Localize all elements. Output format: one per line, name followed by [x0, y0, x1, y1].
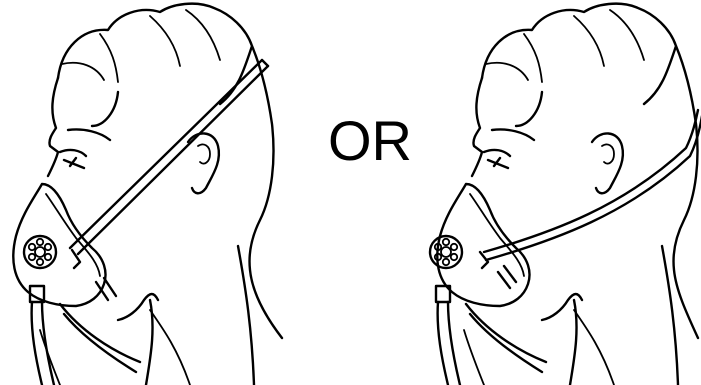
- panel-right-back-strap: [428, 2, 701, 385]
- neck-chin: [116, 244, 256, 385]
- head-outline: [56, 2, 284, 340]
- hair-lines: [61, 9, 221, 83]
- head-strap-diagonal: [68, 58, 270, 256]
- hair-lines: [485, 9, 645, 83]
- neck-chin: [540, 244, 680, 385]
- collar: [39, 309, 191, 385]
- supply-hose: [30, 300, 142, 385]
- or-label: OR: [328, 109, 412, 172]
- eye: [482, 148, 512, 170]
- hose-connector: [434, 284, 452, 304]
- head-outline: [480, 2, 700, 340]
- head-strap-back: [482, 108, 701, 262]
- mask-body: [436, 182, 531, 308]
- face-profile: [46, 76, 120, 178]
- head-strap-cheek: [94, 276, 118, 302]
- ear: [186, 132, 221, 195]
- strap-end: [260, 58, 270, 68]
- mask-body: [12, 182, 107, 308]
- ear: [590, 132, 625, 195]
- eye: [58, 148, 88, 170]
- face-profile: [470, 76, 544, 178]
- exhalation-valve: [428, 234, 464, 270]
- exhalation-valve: [22, 234, 58, 270]
- supply-hose: [436, 300, 548, 385]
- panel-left-diagonal-strap: [12, 2, 284, 385]
- nose-clip: [70, 248, 82, 270]
- hose-connector: [28, 284, 46, 304]
- mask-rim: [45, 193, 101, 277]
- nose-clip: [478, 250, 490, 270]
- head-strap-cheek: [496, 264, 518, 290]
- mask-rim: [469, 193, 525, 277]
- collar: [463, 309, 615, 385]
